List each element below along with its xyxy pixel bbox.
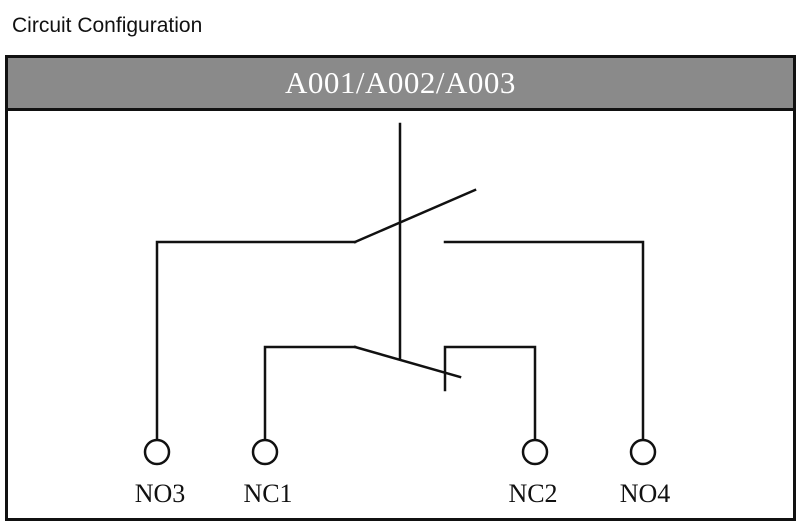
upper-switch-blade — [353, 188, 477, 244]
diagram-caption: Circuit Configuration — [12, 14, 203, 37]
terminal-nc1 — [251, 438, 279, 466]
nc1-lead — [263, 345, 357, 442]
label-nc1: NC1 — [243, 479, 292, 508]
terminal-no4 — [629, 438, 657, 466]
title-bar: A001/A002/A003 — [8, 58, 793, 111]
label-no3: NO3 — [135, 479, 186, 508]
terminal-no3 — [143, 438, 171, 466]
no4-lead — [443, 240, 645, 442]
label-no4: NO4 — [620, 479, 671, 508]
model-title: A001/A002/A003 — [285, 65, 516, 100]
nc2-lead — [443, 345, 537, 442]
terminal-nc2 — [521, 438, 549, 466]
label-nc2: NC2 — [508, 479, 557, 508]
lower-switch-blade — [353, 345, 462, 379]
no3-lead — [155, 240, 357, 442]
